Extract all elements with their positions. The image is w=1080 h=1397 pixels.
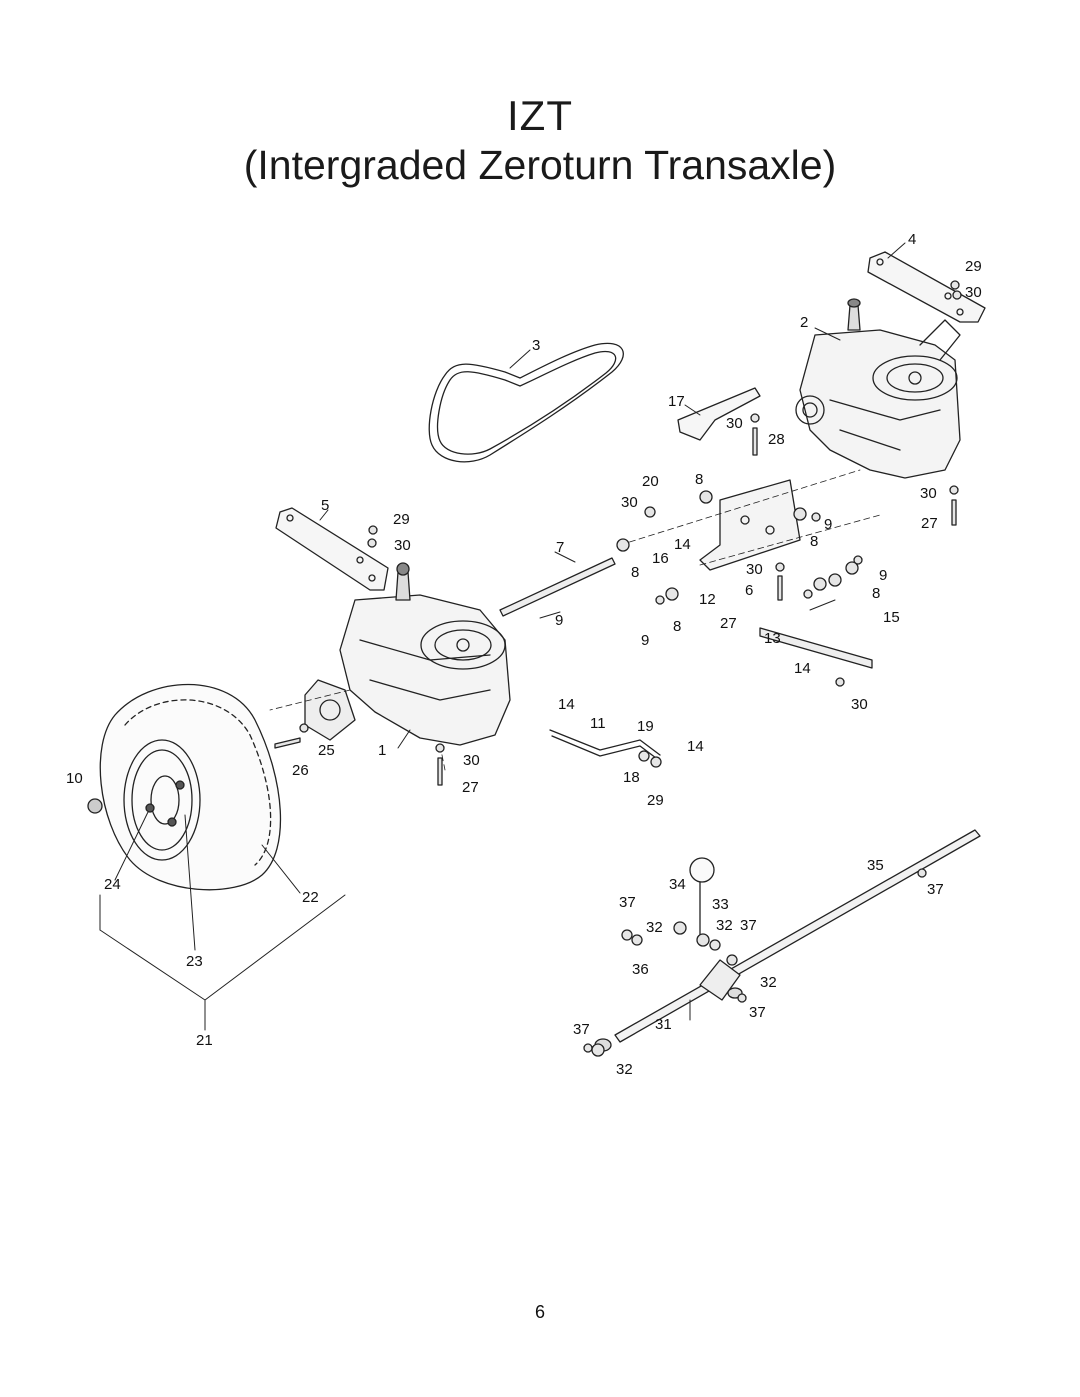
callout-label: 37 [740,917,757,934]
callout-label: 30 [746,561,763,578]
callout-label: 28 [768,431,785,448]
callout-label: 17 [668,393,685,410]
callout-label: 24 [104,876,121,893]
callout-label: 32 [760,974,777,991]
callout-label: 27 [921,515,938,532]
left-transaxle-part [339,562,511,746]
callout-label: 29 [647,792,664,809]
right-transaxle-part [795,298,961,479]
callout-label: 6 [745,582,753,599]
callout-labels: 4 29 30 2 3 17 30 28 20 8 30 30 27 5 29 … [66,231,982,1078]
callout-label: 37 [927,881,944,898]
callout-label: 23 [186,953,203,970]
callout-label: 8 [673,618,681,635]
callout-label: 33 [712,896,729,913]
callout-label: 21 [196,1032,213,1049]
callout-label: 9 [641,632,649,649]
callout-label: 14 [674,536,691,553]
callout-label: 8 [631,564,639,581]
callout-label: 9 [555,612,563,629]
callout-label: 37 [749,1004,766,1021]
wheel-hub-part [304,679,356,741]
callout-label: 5 [321,497,329,514]
left-bracket-part [275,507,389,591]
steering-shaft-part [594,829,981,1052]
callout-label: 8 [872,585,880,602]
callout-label: 4 [908,231,916,248]
callout-label: 30 [621,494,638,511]
callout-label: 30 [394,537,411,554]
callout-label: 32 [716,917,733,934]
page-title: IZT [507,92,573,139]
callout-label: 14 [687,738,704,755]
callout-label: 30 [851,696,868,713]
lug-nut-part [87,798,103,814]
callout-label: 30 [965,284,982,301]
callout-label: 14 [558,696,575,713]
callout-label: 30 [726,415,743,432]
callout-label: 35 [867,857,884,874]
callout-label: 7 [556,539,564,556]
callout-label: 20 [642,473,659,490]
rod-13-part [759,627,873,669]
callout-label: 30 [463,752,480,769]
callout-label: 9 [879,567,887,584]
callout-label: 9 [824,516,832,533]
callout-label: 36 [632,961,649,978]
callout-label: 3 [532,337,540,354]
callout-label: 10 [66,770,83,787]
callout-label: 1 [378,742,386,759]
page-number: 6 [534,1302,545,1322]
callout-label: 30 [920,485,937,502]
callout-label: 12 [699,591,716,608]
callout-label: 34 [669,876,686,893]
right-bracket-part [867,251,986,323]
callout-label: 19 [637,718,654,735]
hardware-parts [274,280,962,1057]
callout-label: 26 [292,762,309,779]
callout-label: 14 [794,660,811,677]
control-rod-part [549,729,661,762]
callout-label: 22 [302,889,319,906]
callout-label: 15 [883,609,900,626]
drive-belt-part [428,342,624,463]
callout-label: 8 [810,533,818,550]
page-subtitle: (Intergraded Zeroturn Transaxle) [243,142,837,188]
callout-label: 2 [800,314,808,331]
callout-label: 29 [965,258,982,275]
bracket-17-part [677,387,761,441]
callout-label: 13 [764,630,781,647]
wheel-tire-part [99,683,282,891]
callout-label: 25 [318,742,335,759]
callout-label: 31 [655,1016,672,1033]
callout-label: 27 [720,615,737,632]
callout-label: 32 [616,1061,633,1078]
callout-label: 18 [623,769,640,786]
callout-label: 32 [646,919,663,936]
callout-label: 11 [590,715,606,732]
callout-label: 16 [652,550,669,567]
callout-label: 8 [695,471,703,488]
leader-lines [99,242,906,1031]
callout-label: 29 [393,511,410,528]
pivot-bracket-part [699,479,801,571]
shaft-part [499,557,616,617]
callout-label: 37 [573,1021,590,1038]
callout-label: 27 [462,779,479,796]
callout-label: 37 [619,894,636,911]
